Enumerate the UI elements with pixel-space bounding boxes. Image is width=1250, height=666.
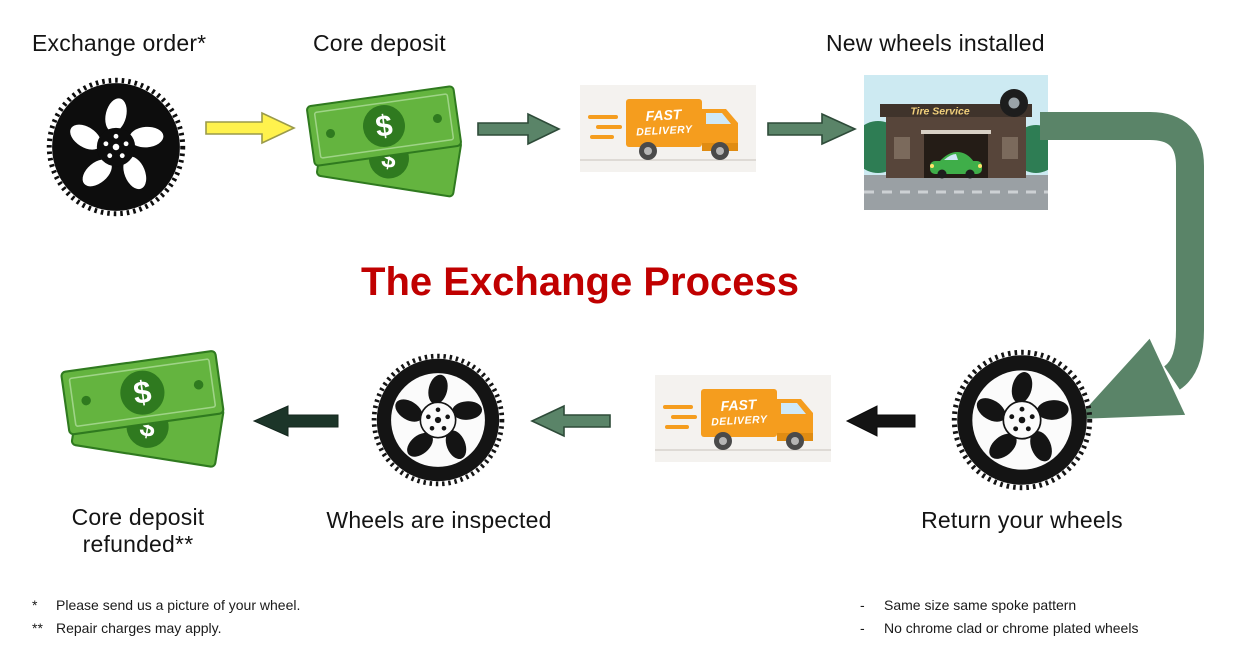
arrow-install-to-return [1040, 98, 1240, 450]
arrow-deposit-to-shipping [476, 112, 562, 146]
footnote-marker: - [860, 597, 865, 613]
tire-service-shop-icon: Tire Service [864, 75, 1048, 210]
refund-label-line2: refunded** [82, 531, 194, 557]
arrow-shipping-to-inspection [528, 404, 612, 438]
footnote-line: * Please send us a picture of your wheel… [32, 594, 300, 617]
right-arrow-icon [477, 112, 561, 146]
footnotes-right: - Same size same spoke pattern - No chro… [860, 594, 1138, 639]
footnote-marker: - [860, 619, 865, 636]
fast-delivery-truck-icon: FAST DELIVERY [580, 85, 756, 172]
return-your-wheels-label: Return your wheels [921, 507, 1123, 533]
left-arrow-icon [252, 405, 339, 437]
arrow-inspection-to-refund [250, 404, 340, 438]
left-arrow-icon [845, 405, 916, 437]
tire-shop-icon: Tire Service [864, 75, 1048, 210]
inspected-wheel-icon [370, 352, 506, 488]
diagram-title: The Exchange Process [361, 260, 799, 304]
truck-text-delivery: DELIVERY [636, 124, 693, 139]
right-arrow-icon [205, 111, 296, 145]
core-deposit-label: Core deposit [313, 30, 446, 56]
footnote-text: Please send us a picture of your wheel. [56, 597, 301, 613]
wheels-are-inspected-label: Wheels are inspected [326, 507, 552, 533]
footnote-text: Same size same spoke pattern [884, 597, 1077, 613]
core-deposit-money-icon: $ $ [298, 80, 474, 204]
arrow-shipping-to-install [766, 112, 858, 146]
core-deposit-refunded-label: Core deposit refunded** [33, 504, 243, 558]
white-wheel-icon [371, 353, 505, 487]
white-wheel-icon [951, 349, 1093, 491]
footnote-marker: ** [32, 619, 43, 636]
return-wheel-icon [950, 348, 1094, 492]
new-wheels-installed-label: New wheels installed [826, 30, 1045, 56]
truck-body [701, 389, 777, 437]
money-icon: $ $ [306, 85, 462, 198]
left-arrow-icon [530, 404, 611, 438]
exchange-order-wheel-icon [45, 76, 187, 218]
footnotes-left: * Please send us a picture of your wheel… [32, 594, 300, 639]
dollar-sign: $ [374, 109, 395, 144]
footnote-line: ** Repair charges may apply. [32, 617, 300, 640]
truck-outbound-icon: FAST DELIVERY [580, 85, 756, 172]
truck-text-fast: FAST [720, 396, 758, 414]
truck-text-delivery: DELIVERY [711, 414, 768, 429]
footnote-text: No chrome clad or chrome plated wheels [884, 619, 1139, 636]
footnote-line: - Same size same spoke pattern [860, 594, 1138, 617]
black-wheel-icon [46, 77, 186, 217]
money-icon: $ $ [60, 350, 225, 468]
arrow-return-to-shipping [843, 404, 917, 438]
exchange-order-label: Exchange order* [32, 30, 207, 56]
refund-label-line1: Core deposit [71, 504, 205, 530]
refund-money-icon: $ $ [52, 344, 237, 475]
fast-delivery-truck-icon: FAST DELIVERY [655, 375, 831, 462]
green-car [930, 152, 982, 179]
shop-sign-text: Tire Service [910, 106, 970, 118]
truck-text-fast: FAST [645, 106, 683, 124]
curved-arrow-icon [1040, 112, 1204, 419]
footnote-marker: * [32, 597, 38, 613]
truck-return-icon: FAST DELIVERY [655, 375, 831, 462]
right-arrow-icon [767, 112, 857, 146]
truck-body [626, 99, 702, 147]
dollar-sign: $ [131, 373, 154, 411]
footnote-line: - No chrome clad or chrome plated wheels [860, 617, 1138, 640]
front-bill: $ [306, 85, 462, 167]
arrow-exchange-to-deposit [204, 110, 298, 146]
footnote-text: Repair charges may apply. [56, 619, 222, 636]
